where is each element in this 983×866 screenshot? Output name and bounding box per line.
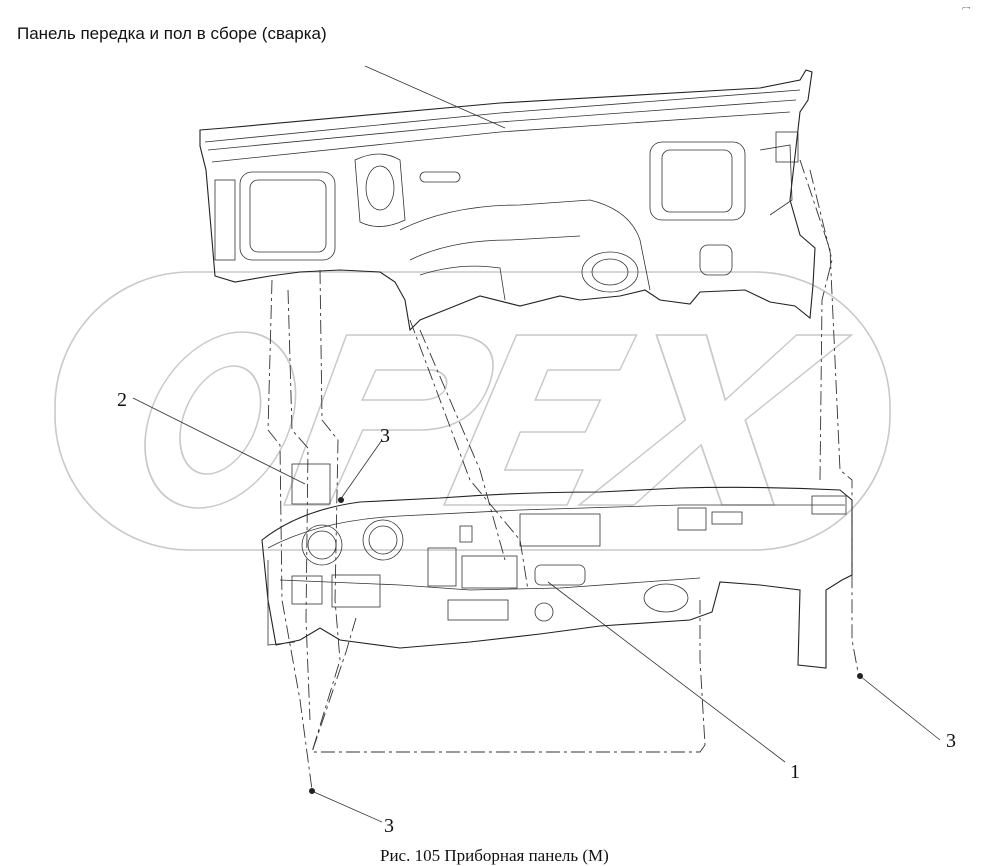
- watermark-letters: [144, 331, 854, 509]
- watermark-frame: [54, 271, 891, 551]
- instrument-panel-assembly: [261, 463, 853, 669]
- leader-lines: [132, 65, 941, 823]
- callout-1: 1: [790, 761, 800, 783]
- alignment-lines: [267, 159, 859, 791]
- fasteners: [309, 497, 863, 794]
- callout-3-bottom: 3: [384, 815, 394, 837]
- figure-caption: Рис. 105 Приборная панель (М): [380, 846, 609, 865]
- watermark: [54, 271, 891, 551]
- fastener-bolt: [309, 788, 315, 794]
- callout-3-right: 3: [946, 730, 956, 752]
- corner-mark: ⌐¬: [962, 5, 970, 12]
- front-panel-floor-assembly: [199, 69, 816, 332]
- document-title: Панель передка и пол в сборе (сварка): [17, 24, 327, 43]
- fastener-bolt: [857, 673, 863, 679]
- fastener-bolt: [338, 497, 344, 503]
- callout-3-top: 3: [380, 425, 390, 447]
- callout-2: 2: [117, 389, 127, 411]
